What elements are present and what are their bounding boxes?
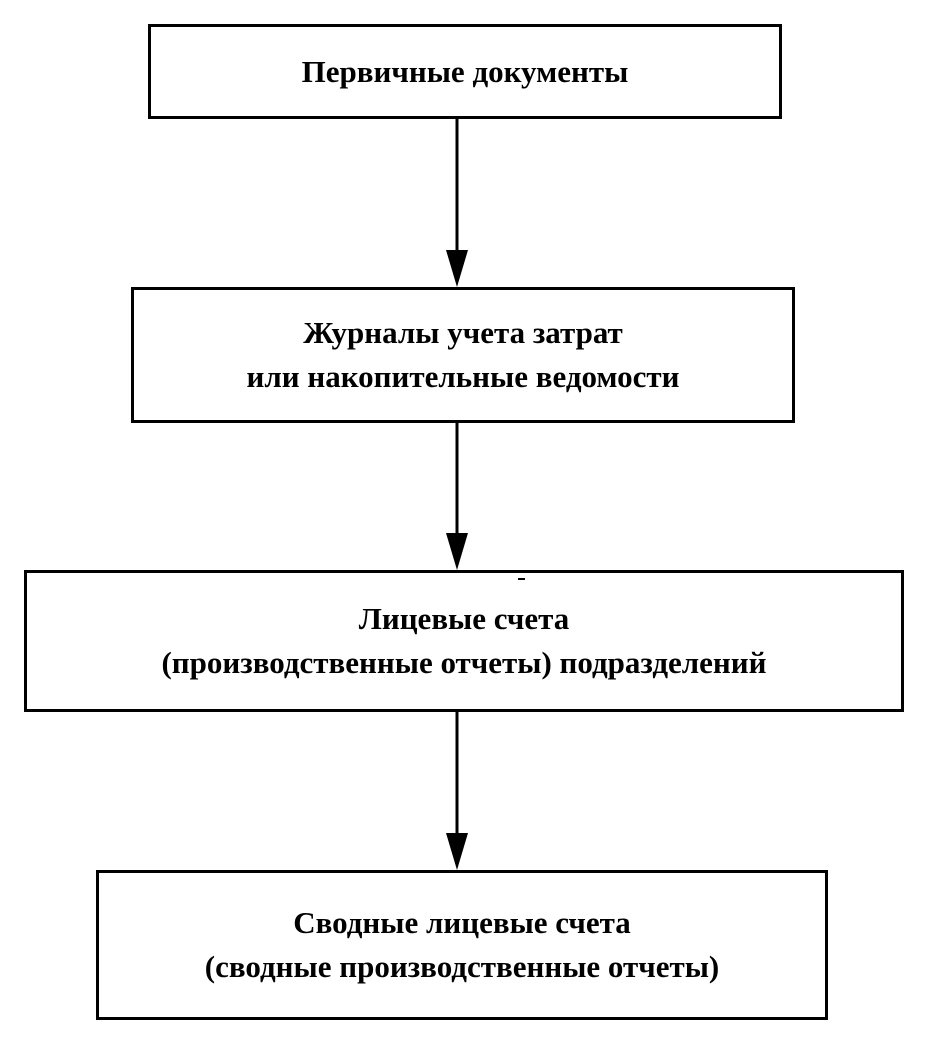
primary-documents-box: Первичные документы — [148, 24, 782, 119]
summary-accounts-line-1: Сводные лицевые счета — [293, 905, 631, 940]
personal-accounts-box: Лицевые счета (производственные отчеты) … — [24, 570, 904, 712]
scan-speck — [518, 578, 525, 580]
arrow-1 — [446, 119, 468, 287]
arrow-2 — [446, 423, 468, 570]
personal-accounts-line-1: Лицевые счета — [358, 601, 570, 636]
summary-accounts-box: Сводные лицевые счета (сводные производс… — [96, 870, 828, 1020]
cost-journals-line-2: или накопительные ведомости — [246, 359, 680, 394]
cost-journals-line-1: Журналы учета затрат — [303, 315, 623, 350]
arrow-3 — [446, 712, 468, 870]
summary-accounts-line-2: (сводные производственные отчеты) — [204, 949, 720, 984]
primary-documents-line-1: Первичные документы — [301, 53, 629, 89]
cost-journals-box: Журналы учета затрат или накопительные в… — [131, 287, 795, 423]
personal-accounts-line-2: (производственные отчеты) подразделений — [161, 645, 767, 680]
